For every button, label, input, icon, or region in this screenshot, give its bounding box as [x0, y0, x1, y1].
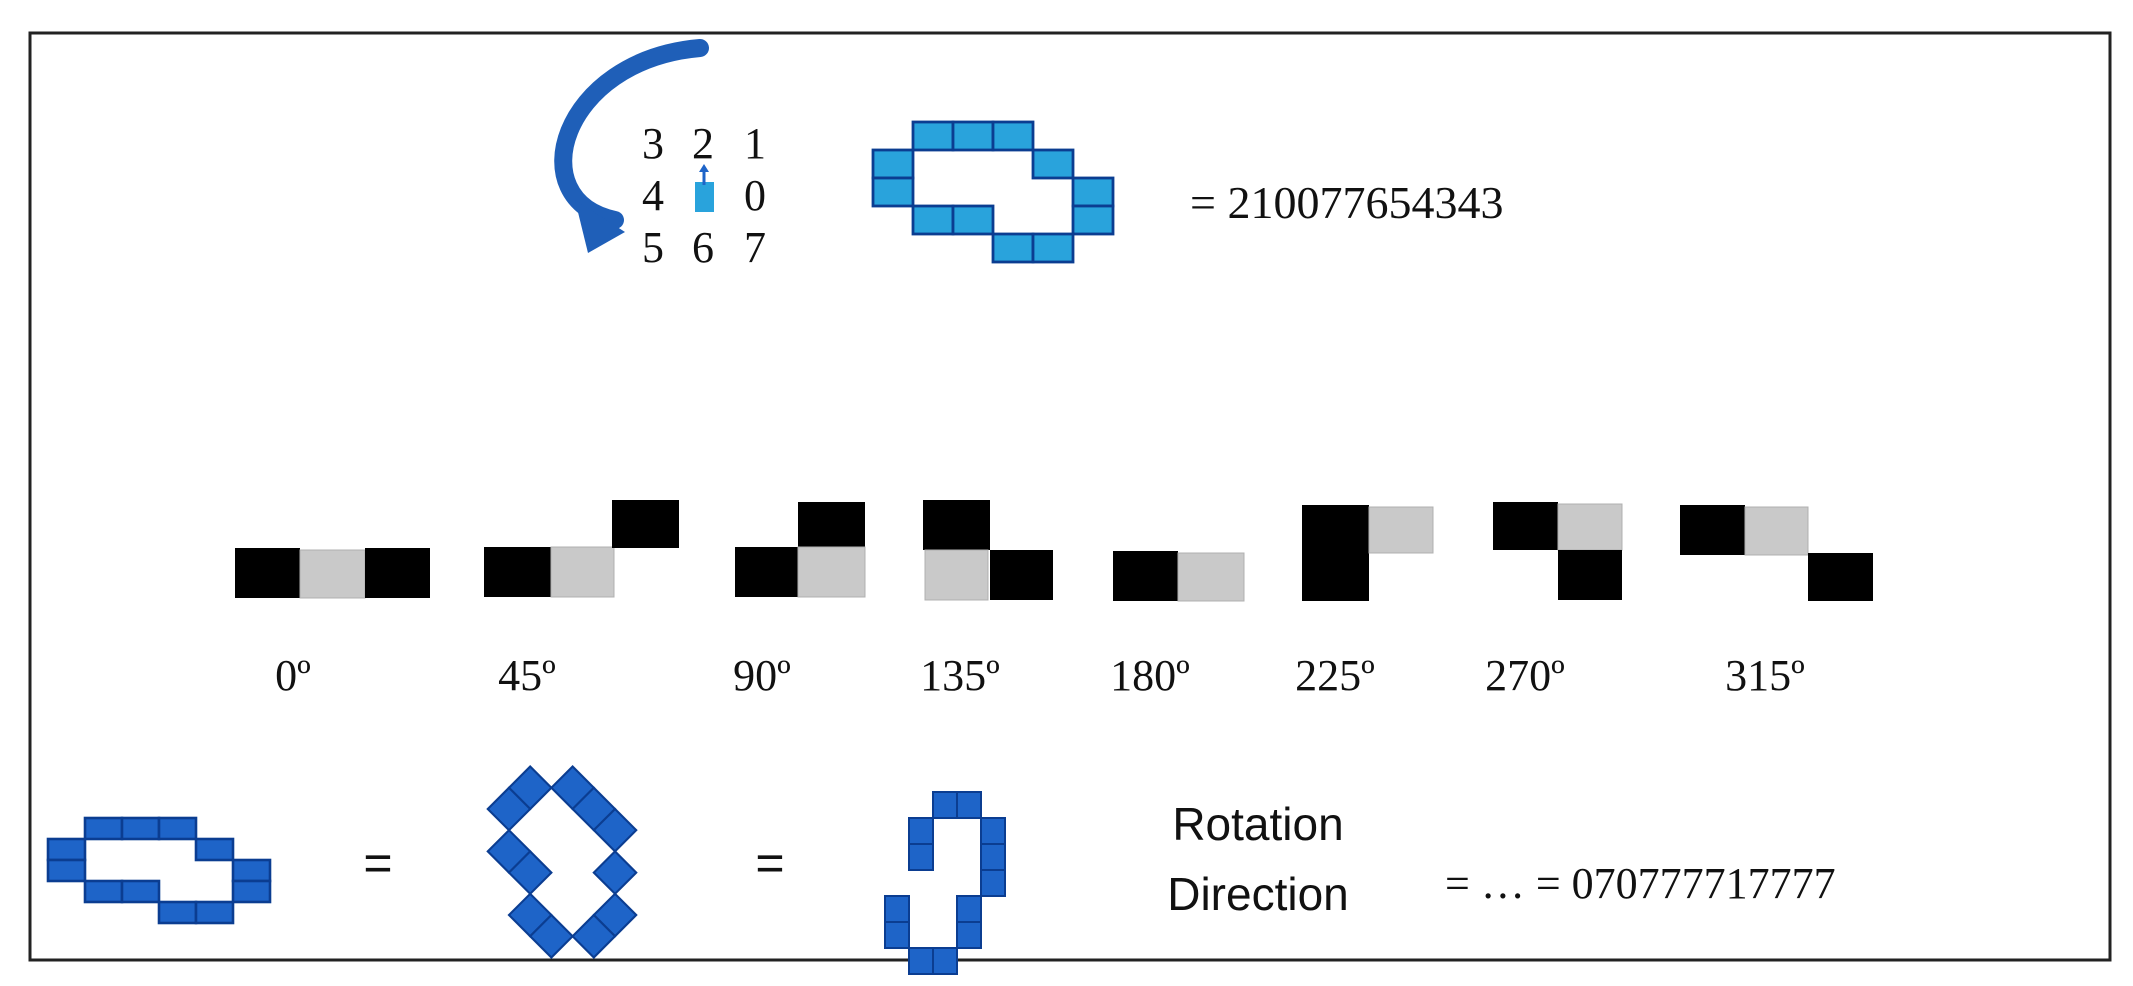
shape-pixel: [46, 858, 87, 883]
rotation-315: [1680, 505, 1873, 601]
shape-pixel: [1031, 232, 1075, 264]
shape-pixel: [592, 849, 638, 896]
shape-pixel: [83, 879, 124, 904]
shape-pixel: [956, 895, 982, 923]
shape-pixel: [1071, 176, 1115, 208]
grid-digit-3: 3: [642, 119, 664, 168]
angle-label-225: 225º: [1295, 651, 1375, 700]
shape-pixel: [120, 879, 161, 904]
shape-pixel: [486, 786, 532, 832]
shape-pixel: [908, 843, 934, 871]
shape-pixel: [980, 817, 1006, 845]
shape-pixel: [83, 816, 124, 841]
rotation-135: [923, 500, 1053, 601]
rotation-225: [1302, 505, 1434, 601]
angle-label-90: 90º: [733, 651, 791, 700]
shape-pixel: [980, 869, 1006, 897]
shape-pixel: [991, 232, 1035, 264]
shape-pixel: [951, 204, 995, 236]
rotation-45: [484, 500, 679, 598]
grid-digit-5: 5: [642, 223, 664, 272]
shape-pixel: [507, 849, 553, 896]
shape-pixel: [911, 204, 955, 236]
rotation-90: [735, 502, 866, 598]
shape-pixel: [932, 947, 958, 975]
boundary-shape-rotated-90: [884, 791, 1006, 975]
shape-pixel: [908, 817, 934, 845]
shape-pixel: [911, 120, 955, 152]
boundary-shape-rotated-45: [486, 765, 638, 959]
shape-pixel: [908, 947, 934, 975]
equals-sign-1: =: [363, 835, 392, 891]
shape-pixel: [571, 913, 617, 959]
shape-pixel: [194, 900, 235, 925]
angle-label-0: 0º: [275, 651, 311, 700]
shape-pixel: [980, 843, 1006, 871]
shape-pixel: [231, 879, 272, 904]
shape-pixel: [528, 913, 575, 959]
figure-frame: [28, 31, 2112, 962]
grid-digit-6: 6: [692, 223, 714, 272]
rotation-arrow-icon: [554, 39, 709, 253]
shape-pixel: [956, 921, 982, 949]
caption-rotation: Rotation: [1172, 798, 1343, 850]
shape-pixel: [1031, 148, 1075, 180]
angle-label-315: 315º: [1725, 651, 1805, 700]
shape-pixel: [231, 858, 272, 883]
direction-grid: 3 2 1 4 0 5 6 7: [642, 119, 766, 272]
rotation-180: [1113, 551, 1245, 602]
shape-pixel: [932, 791, 958, 819]
center-pixel-icon: [695, 164, 714, 212]
angle-label-180: 180º: [1110, 651, 1190, 700]
shape-pixel: [1071, 204, 1115, 236]
grid-digit-0: 0: [744, 171, 766, 220]
grid-digit-7: 7: [744, 223, 766, 272]
shape-pixel: [157, 816, 198, 841]
rotation-examples: [235, 500, 1873, 602]
angle-label-270: 270º: [1485, 651, 1565, 700]
rotation-270: [1493, 502, 1623, 600]
shape-pixel: [157, 900, 198, 925]
angle-label-135: 135º: [920, 651, 1000, 700]
shape-pixel: [120, 816, 161, 841]
shape-pixel: [884, 921, 910, 949]
grid-digit-4: 4: [642, 171, 664, 220]
angle-label-45: 45º: [498, 651, 556, 700]
shape-pixel: [951, 120, 995, 152]
chain-code-result: = 210077654343: [1190, 177, 1503, 228]
shape-pixel: [871, 176, 915, 208]
angle-labels: 0º 45º 90º 135º 180º 225º 270º 315º: [275, 651, 1805, 700]
equals-sign-2: =: [755, 835, 784, 891]
caption-direction: Direction: [1167, 868, 1349, 920]
shape-pixel: [46, 837, 87, 862]
boundary-shape-original: [46, 816, 272, 925]
grid-digit-2: 2: [692, 119, 714, 168]
rotation-0: [235, 548, 430, 599]
shape-pixel: [956, 791, 982, 819]
grid-digit-1: 1: [744, 119, 766, 168]
shape-pixel: [991, 120, 1035, 152]
shape-pixel: [592, 807, 638, 853]
shape-pixel: [871, 148, 915, 180]
boundary-shape: [871, 120, 1115, 264]
shape-pixel: [884, 895, 910, 923]
shape-pixel: [194, 837, 235, 862]
rotated-shape-group: [486, 765, 638, 959]
invariant-chain-code: = … = 070777717777: [1445, 859, 1836, 908]
